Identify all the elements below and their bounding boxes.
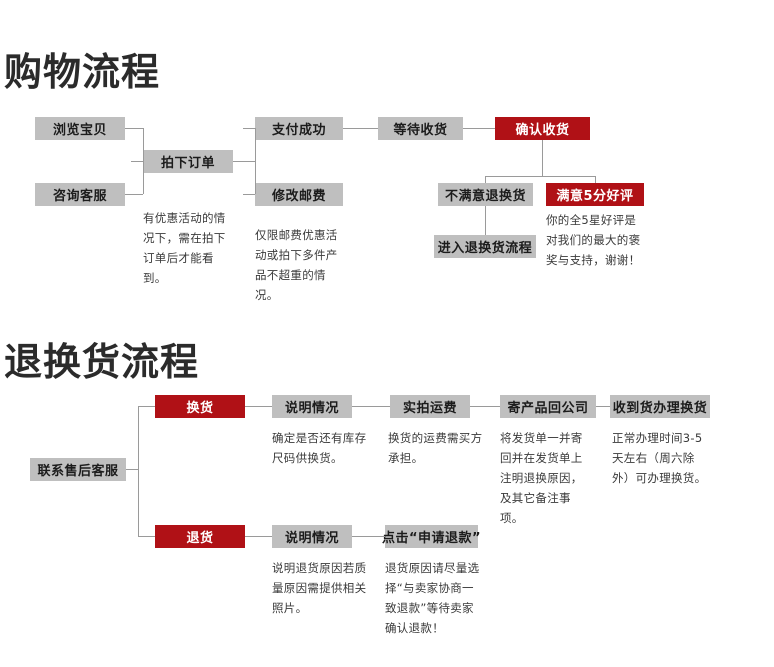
section-title-shopping: 购物流程 [4,50,161,95]
node-enter-return-flow: 进入退换货流程 [434,235,536,258]
note-refund-explain: 说明退货原因若质量原因需提供相关照片。 [272,561,367,615]
node-place-order: 拍下订单 [143,150,233,173]
connector-exchange-to-explain [245,406,272,407]
note-send-product-back: 将发货单一并寄回并在发货单上注明退换原因，及其它备注事项。 [500,431,583,525]
connector-sendback-to-process [596,406,610,407]
connector-bracket-to-refund [138,536,155,537]
connector-place-order-to-right-bracket [233,161,255,162]
connector-return-bracket-vertical [138,406,139,536]
connector-contact-to-bracket [126,469,138,470]
connector-refund-explain-to-apply [352,536,385,537]
connector-consult-to-bracket [125,194,143,195]
connector-left-bracket-vertical [143,128,144,194]
connector-confirm-down [542,140,543,176]
note-apply-refund: 退货原因请尽量选择“与卖家协商一致退款”等待卖家确认退款！ [385,561,480,635]
node-consult-service: 咨询客服 [35,183,125,206]
node-exchange-explain: 说明情况 [272,395,352,418]
connector-pay-to-waiting [343,128,378,129]
note-place-order: 有优惠活动的情况下，需在拍下订单后才能看到。 [143,211,226,285]
node-modify-shipping-fee: 修改邮费 [255,183,343,206]
connector-shipping-to-sendback [470,406,500,407]
node-refund-explain: 说明情况 [272,525,352,548]
connector-to-satisfied [595,176,596,183]
connector-unsatisfied-to-enter-flow [485,206,486,235]
node-exchange: 换货 [155,395,245,418]
node-confirm-receipt: 确认收货 [495,117,590,140]
connector-bracket-to-pay-success [243,128,255,129]
node-refund: 退货 [155,525,245,548]
note-modify-shipping-fee: 仅限邮费优惠活动或拍下多件产品不超重的情况。 [255,228,338,302]
note-process-exchange: 正常办理时间3-5天左右（周六除外）可办理换货。 [612,431,707,485]
connector-browse-to-bracket [125,128,143,129]
connector-confirm-split-horizontal [485,176,595,177]
connector-refund-to-explain [245,536,272,537]
node-actual-shipping-fee: 实拍运费 [390,395,470,418]
node-send-product-back: 寄产品回公司 [500,395,596,418]
connector-bracket-to-modify-shipping [243,194,255,195]
node-waiting-delivery: 等待收货 [378,117,463,140]
note-satisfied-review: 你的全5星好评是对我们的最大的褒奖与支持，谢谢！ [546,213,641,267]
note-actual-shipping-fee: 换货的运费需买方承担。 [388,431,483,465]
connector-right-bracket-vertical [255,128,256,194]
node-satisfied-five-star-review: 满意5分好评 [546,183,644,206]
node-browse-product: 浏览宝贝 [35,117,125,140]
section-title-return: 退换货流程 [4,340,200,385]
connector-to-unsatisfied [485,176,486,183]
connector-waiting-to-confirm [463,128,495,129]
node-contact-after-sales: 联系售后客服 [30,458,126,481]
connector-explain-to-shipping [352,406,390,407]
note-exchange-explain: 确定是否还有库存尺码供换货。 [272,431,367,465]
connector-bracket-to-exchange [138,406,155,407]
node-unsatisfied-return: 不满意退换货 [438,183,533,206]
connector-bracket-to-place-order [131,161,143,162]
node-apply-refund: 点击“申请退款” [382,525,481,548]
node-process-exchange: 收到货办理换货 [610,395,710,418]
node-pay-success: 支付成功 [255,117,343,140]
